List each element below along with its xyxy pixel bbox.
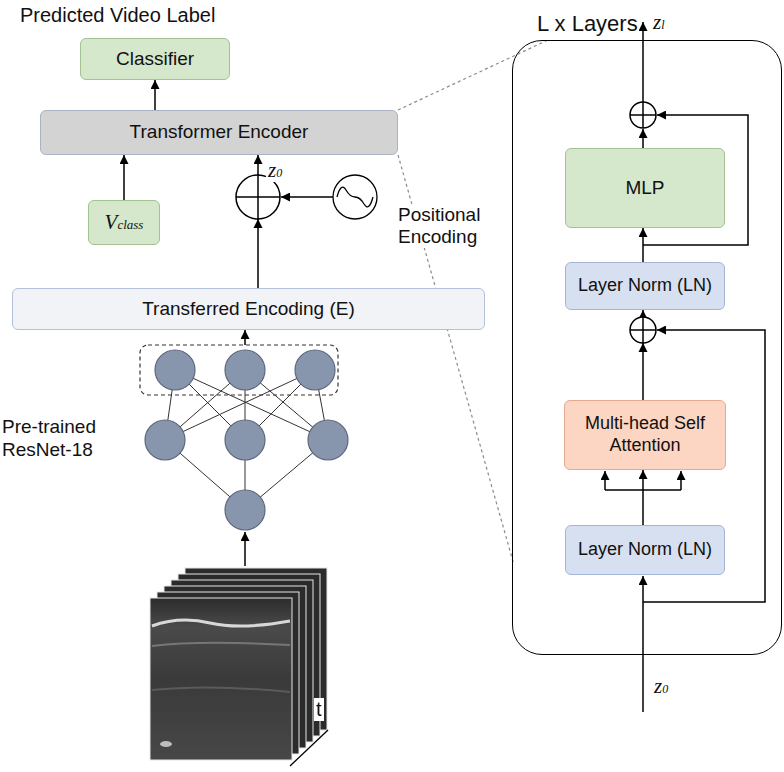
sum-symbol	[642, 317, 644, 343]
ultrasound-frames	[152, 620, 290, 626]
layer-wiring	[642, 576, 644, 712]
layer-wiring	[642, 129, 644, 148]
ultrasound-frames	[150, 568, 327, 760]
flow-arrow	[154, 80, 156, 110]
network-graph	[225, 490, 265, 530]
layer-wiring	[680, 471, 682, 490]
network-graph	[145, 420, 185, 460]
network-graph	[145, 350, 348, 530]
layer-wiring	[642, 22, 644, 102]
class-token-box: Vclass	[88, 200, 160, 245]
sum-symbol	[630, 317, 656, 343]
norm-box: Layer Norm (LN)	[565, 525, 725, 575]
positional-wave	[281, 175, 377, 219]
output-symbol: zl	[651, 10, 667, 34]
network-block: Pre-trained ResNet-18	[0, 345, 340, 535]
ultrasound-frames	[150, 598, 292, 760]
encoder-box: Transformer Encoder	[40, 110, 398, 155]
node-text: Classifier	[116, 48, 194, 71]
ultrasound-frames	[152, 643, 290, 646]
network-graph	[155, 350, 195, 390]
positional-wave	[333, 175, 377, 219]
sum-symbol	[257, 175, 259, 219]
classifier-box: Classifier	[80, 38, 230, 80]
network-graph	[140, 345, 348, 530]
attention-box: Multi-head Self Attention	[564, 400, 726, 470]
mlp-box: MLP	[565, 148, 725, 228]
node-text: Transformer Encoder	[130, 121, 309, 144]
norm-box: Layer Norm (LN)	[565, 262, 725, 310]
layer-wiring	[604, 471, 606, 490]
time-axis	[290, 730, 328, 766]
sum-symbol	[630, 102, 656, 128]
sum-symbol	[639, 343, 648, 352]
flow-arrow	[642, 470, 644, 525]
flow-arrow	[123, 155, 125, 200]
ultrasound-frames	[152, 687, 290, 692]
time-axis	[290, 730, 328, 766]
ultrasound-frames	[160, 741, 172, 747]
network-graph	[225, 350, 265, 390]
sum-symbol	[236, 175, 280, 228]
network-graph	[225, 420, 265, 460]
network-graph	[308, 420, 348, 460]
network-graph	[295, 350, 335, 390]
embedding-symbol: z0	[266, 158, 284, 182]
node-text: Vclass	[105, 210, 144, 235]
network-graph	[140, 345, 338, 395]
flow-arrow	[244, 330, 246, 345]
frame-arrow	[244, 532, 246, 566]
time-axis-label: t	[314, 698, 324, 721]
input-symbol: z0	[652, 674, 670, 698]
node-text: Layer Norm (LN)	[578, 275, 712, 297]
sum-symbol	[642, 102, 644, 128]
sum-symbol	[254, 219, 263, 228]
node-text: Pre-trained ResNet-18	[2, 416, 124, 462]
positional-wave	[337, 187, 373, 207]
network-graph	[165, 370, 328, 510]
zoom-lines	[398, 40, 548, 110]
node-text: Multi-head Self Attention	[573, 413, 717, 456]
node-text: MLP	[625, 177, 664, 200]
encoding-box: Transferred Encoding (E)	[12, 288, 485, 330]
node-text: Layer Norm (LN)	[578, 539, 712, 561]
node-text: Transferred Encoding (E)	[142, 298, 355, 321]
positional-wave	[281, 196, 333, 197]
layer-wiring	[605, 22, 765, 712]
node-text: L x Layers	[537, 11, 667, 37]
flow-arrow	[642, 310, 644, 400]
layer-panel: MLP Layer Norm (LN) Multi-head Self Attent…	[512, 40, 782, 655]
frame-arrow	[244, 532, 246, 566]
layer-wiring	[605, 489, 681, 491]
component-label: Positional Encoding	[396, 204, 512, 248]
output-heading: Predicted Video Label	[18, 4, 217, 27]
